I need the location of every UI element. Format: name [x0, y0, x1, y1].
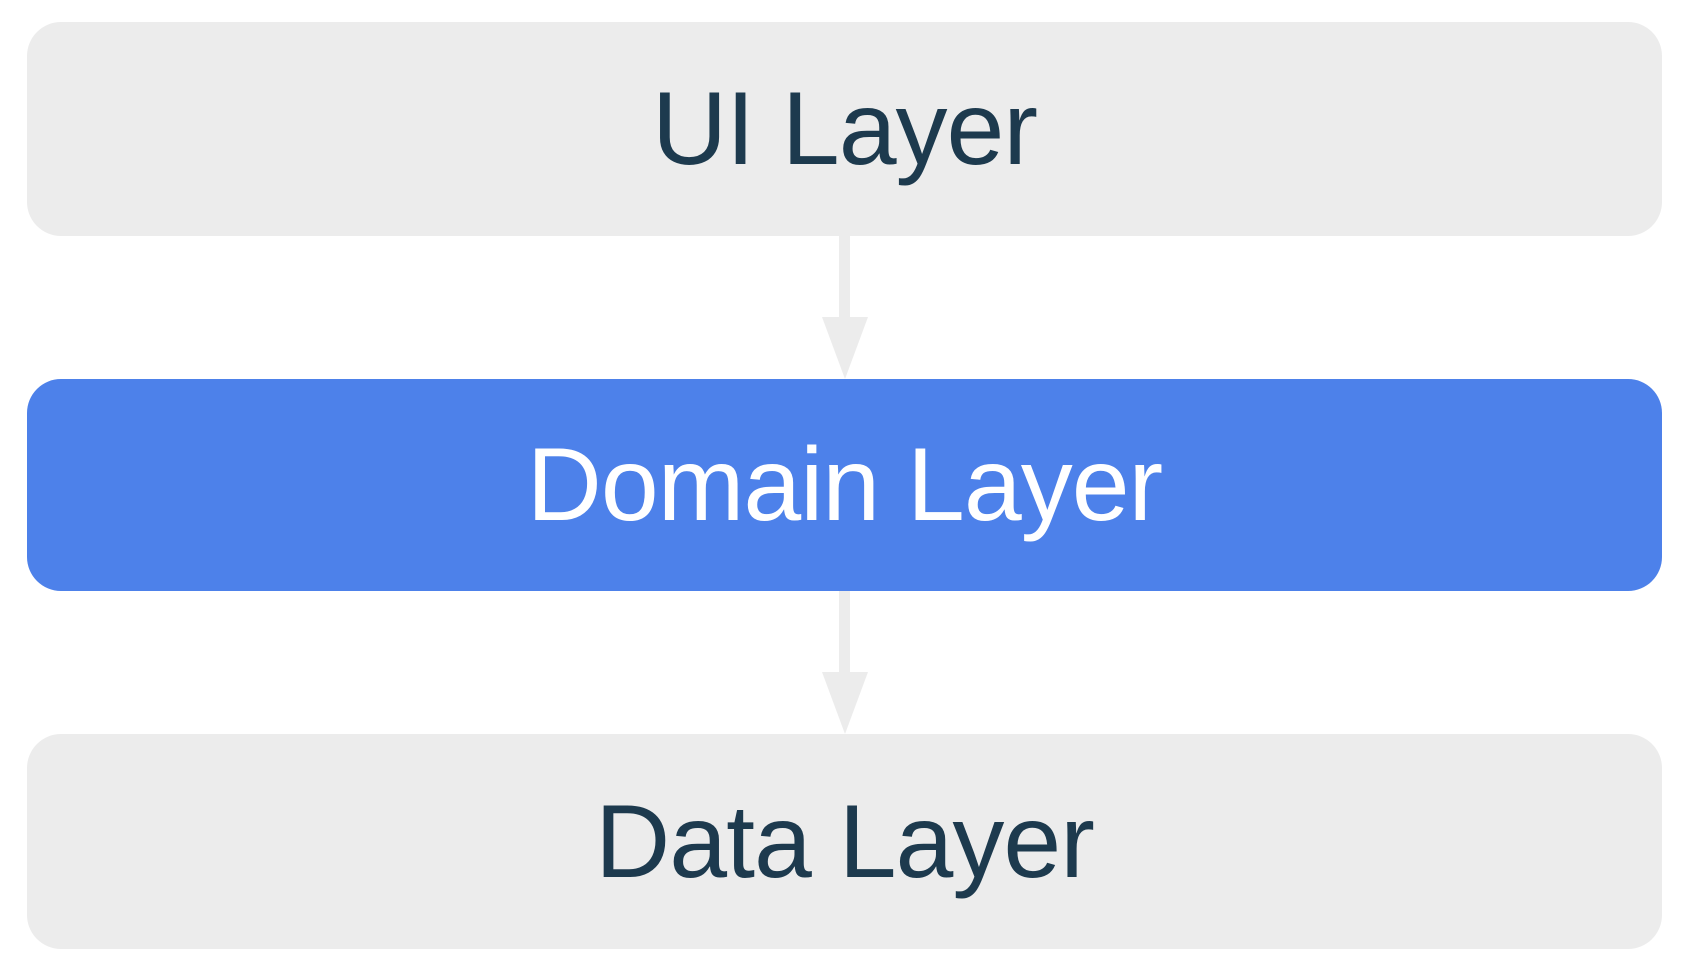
- arrow-head: [821, 672, 868, 734]
- layer-box-domain: Domain Layer: [27, 379, 1662, 591]
- layer-label-data: Data Layer: [595, 783, 1095, 900]
- arrow-down-icon: [821, 236, 868, 379]
- arrow-head: [821, 317, 868, 379]
- arrow-shaft: [839, 236, 850, 317]
- layer-label-domain: Domain Layer: [526, 427, 1163, 543]
- layer-box-ui: UI Layer: [27, 22, 1662, 236]
- arrow-down-icon: [821, 591, 868, 734]
- layer-box-data: Data Layer: [27, 734, 1662, 949]
- layer-label-ui: UI Layer: [651, 71, 1038, 187]
- arrow-shaft: [839, 591, 850, 672]
